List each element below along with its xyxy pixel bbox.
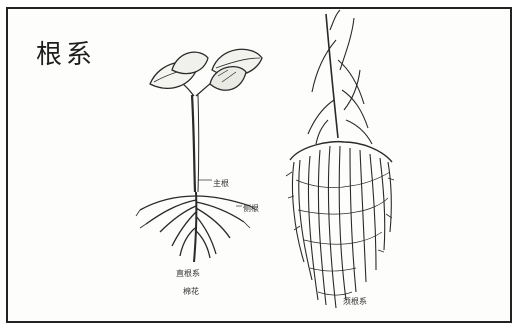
fibrous-plant-drawing xyxy=(286,10,394,308)
fibrous-system-label: 须根系 xyxy=(343,296,367,307)
taproot-plant-drawing xyxy=(136,49,262,262)
slide-title: 根系 xyxy=(36,34,96,71)
plant-name-label: 棉花 xyxy=(183,286,199,297)
lateral-root-label: 侧根 xyxy=(243,203,259,214)
taproot-system-label: 直根系 xyxy=(176,268,200,279)
main-root-label: 主根 xyxy=(213,178,229,189)
